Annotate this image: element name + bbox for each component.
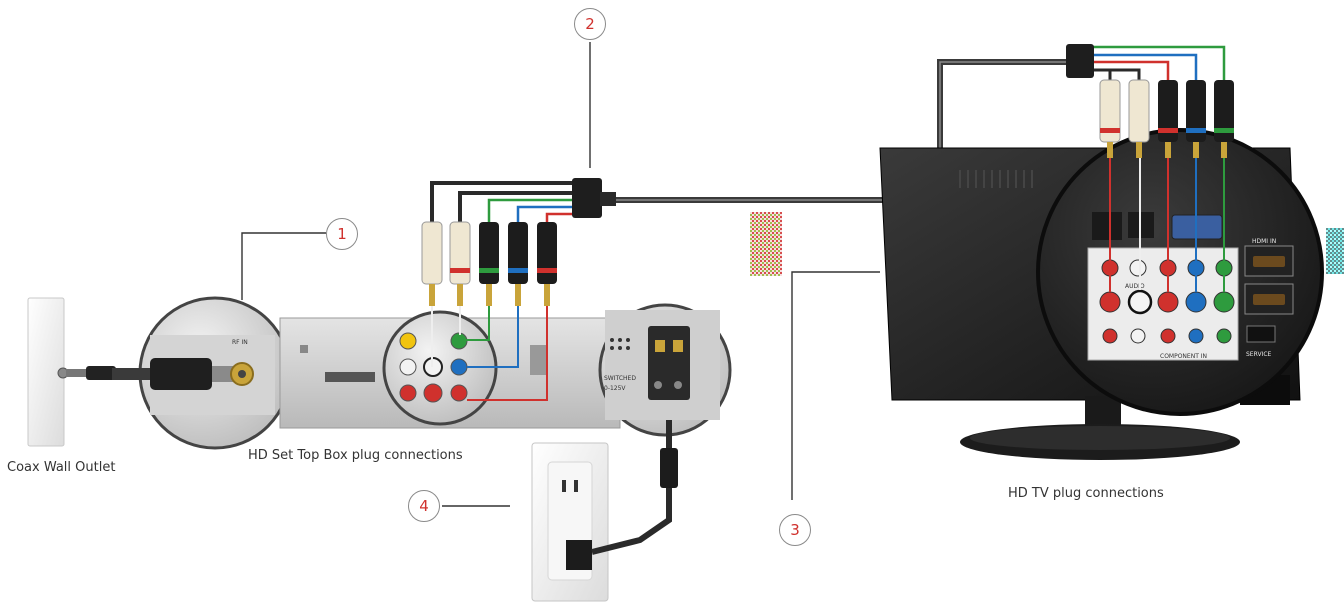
callout-3-number: 3 bbox=[790, 521, 800, 539]
tv-hdmi-label: HDMI IN bbox=[1252, 238, 1276, 245]
tv-av-cables bbox=[1066, 44, 1234, 292]
callout-2-number: 2 bbox=[585, 15, 595, 33]
coax-wall-outlet-caption: Coax Wall Outlet bbox=[7, 460, 116, 475]
callout-line-3 bbox=[791, 271, 880, 500]
image-artifact bbox=[750, 212, 782, 276]
svg-text:RF IN: RF IN bbox=[232, 339, 248, 346]
callout-1: 1 bbox=[326, 218, 358, 250]
callout-line-1 bbox=[241, 232, 326, 300]
callout-4: 4 bbox=[408, 490, 440, 522]
stb-av-cables bbox=[421, 178, 616, 401]
tv-component-label: COMPONENT IN bbox=[1160, 353, 1207, 360]
callout-3: 3 bbox=[779, 514, 811, 546]
power-wall-outlet bbox=[531, 442, 609, 602]
callout-2: 2 bbox=[574, 8, 606, 40]
coax-wall-outlet bbox=[27, 297, 116, 447]
stb-power-closeup: SWITCHED 0-125V bbox=[598, 303, 732, 437]
tv-connection-closeup: AUDIO COMPONENT IN HDMI IN SERVICE bbox=[1036, 128, 1324, 416]
main-component-cable bbox=[616, 59, 1066, 203]
stb-voltage-label: 0-125V bbox=[604, 385, 626, 392]
tv-service-label: SERVICE bbox=[1246, 351, 1272, 358]
callout-1-number: 1 bbox=[337, 225, 347, 243]
callout-4-number: 4 bbox=[419, 497, 429, 515]
set-top-box-caption: HD Set Top Box plug connections bbox=[248, 448, 463, 463]
power-cord bbox=[591, 420, 678, 555]
image-artifact bbox=[1326, 228, 1344, 274]
tv-audio-label: AUDIO bbox=[1125, 283, 1145, 290]
coax-connection-closeup: RF IN bbox=[112, 296, 292, 450]
hd-tv-caption: HD TV plug connections bbox=[1008, 486, 1164, 501]
stb-switched-label: SWITCHED bbox=[604, 375, 636, 382]
